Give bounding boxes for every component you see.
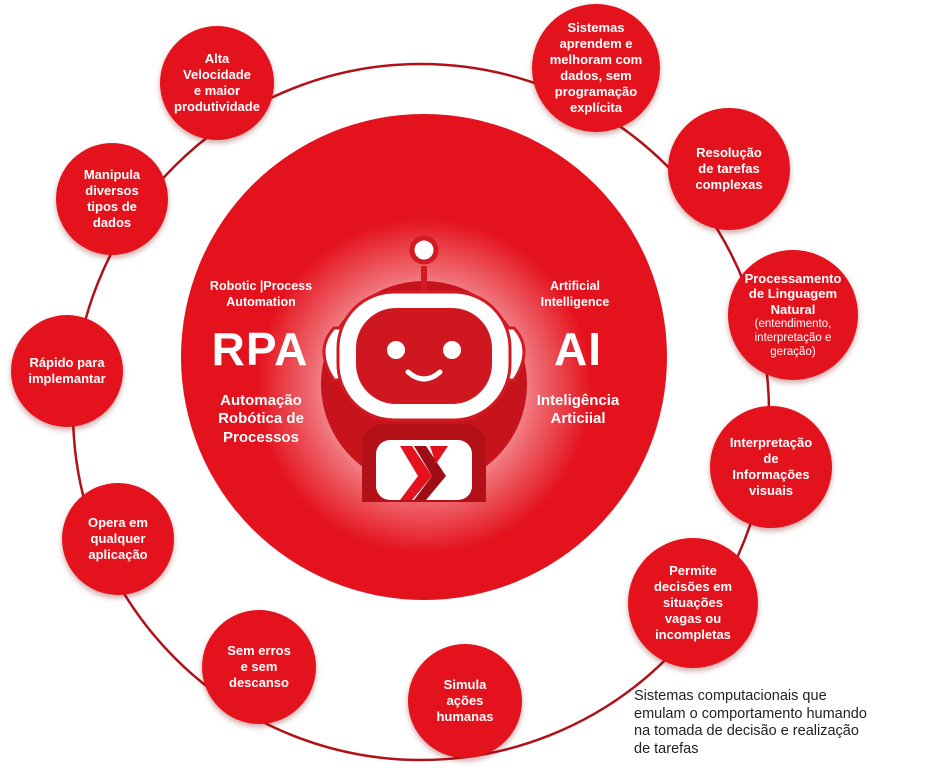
ai-node-4: Interpretação de Informações visuais	[710, 406, 832, 528]
ai-node-5: Permite decisões em situações vagas ou i…	[628, 538, 758, 668]
rpa-acronym: RPA	[211, 323, 309, 375]
rpa-subtitle-pt: Automação Robótica de Processos	[218, 392, 304, 446]
robot-antenna-ball	[409, 235, 439, 265]
ai-node-1: Sistemas aprendem e melhoram com dados, …	[532, 4, 660, 132]
ai-node-4-label: Interpretação de Informações visuais	[729, 435, 813, 498]
rpa-subtitle-en: Robotic |Process Automation	[209, 279, 313, 309]
ai-subtitle-en: Artificial Intelligence	[540, 279, 610, 309]
rpa-node-3-label: Rápido para implemantar	[28, 355, 106, 386]
x-logo-icon	[400, 446, 448, 500]
robot-smile	[405, 369, 443, 382]
rpa-node-4-label: Opera em qualquer aplicação	[88, 515, 148, 562]
rpa-node-2-label: Manipula diversos tipos de dados	[83, 167, 141, 230]
rpa-node-5: Sem erros e sem descanso	[202, 610, 316, 724]
robot-left-eye	[387, 341, 405, 359]
ai-node-2-label: Resolução de tarefas complexas	[695, 145, 763, 192]
ai-node-5-label: Permite decisões em situações vagas ou i…	[653, 563, 733, 642]
rpa-node-1: Alta Velocidade e maior produtividade	[160, 26, 274, 140]
rpa-node-1-label: Alta Velocidade e maior produtividade	[174, 51, 260, 114]
ai-node-2: Resolução de tarefas complexas	[668, 108, 790, 230]
ai-node-3: Processamento de Linguagem Natural (ente…	[728, 250, 858, 380]
caption-text: Sistemas computacionais que emulam o com…	[634, 688, 867, 758]
rpa-node-3: Rápido para implemantar	[11, 315, 123, 427]
shared-node-label: Simula ações humanas	[436, 677, 494, 724]
ai-node-3-sublabel: (entendimento, interpretação e geração)	[754, 318, 832, 358]
rpa-node-2: Manipula diversos tipos de dados	[56, 143, 168, 255]
rpa-node-5-label: Sem erros e sem descanso	[227, 643, 291, 690]
robot-face	[356, 308, 492, 404]
rpa-node-4: Opera em qualquer aplicação	[62, 483, 174, 595]
ai-subtitle-pt: Inteligência Articiial	[536, 392, 620, 428]
ai-node-1-label: Sistemas aprendem e melhoram com dados, …	[549, 20, 643, 115]
ai-node-3-label: Processamento de Linguagem Natural	[744, 270, 842, 318]
robot-right-eye	[443, 341, 461, 359]
robot-mascot-icon	[321, 235, 527, 502]
shared-node: Simula ações humanas	[408, 644, 522, 758]
ai-acronym: AI	[554, 323, 602, 375]
